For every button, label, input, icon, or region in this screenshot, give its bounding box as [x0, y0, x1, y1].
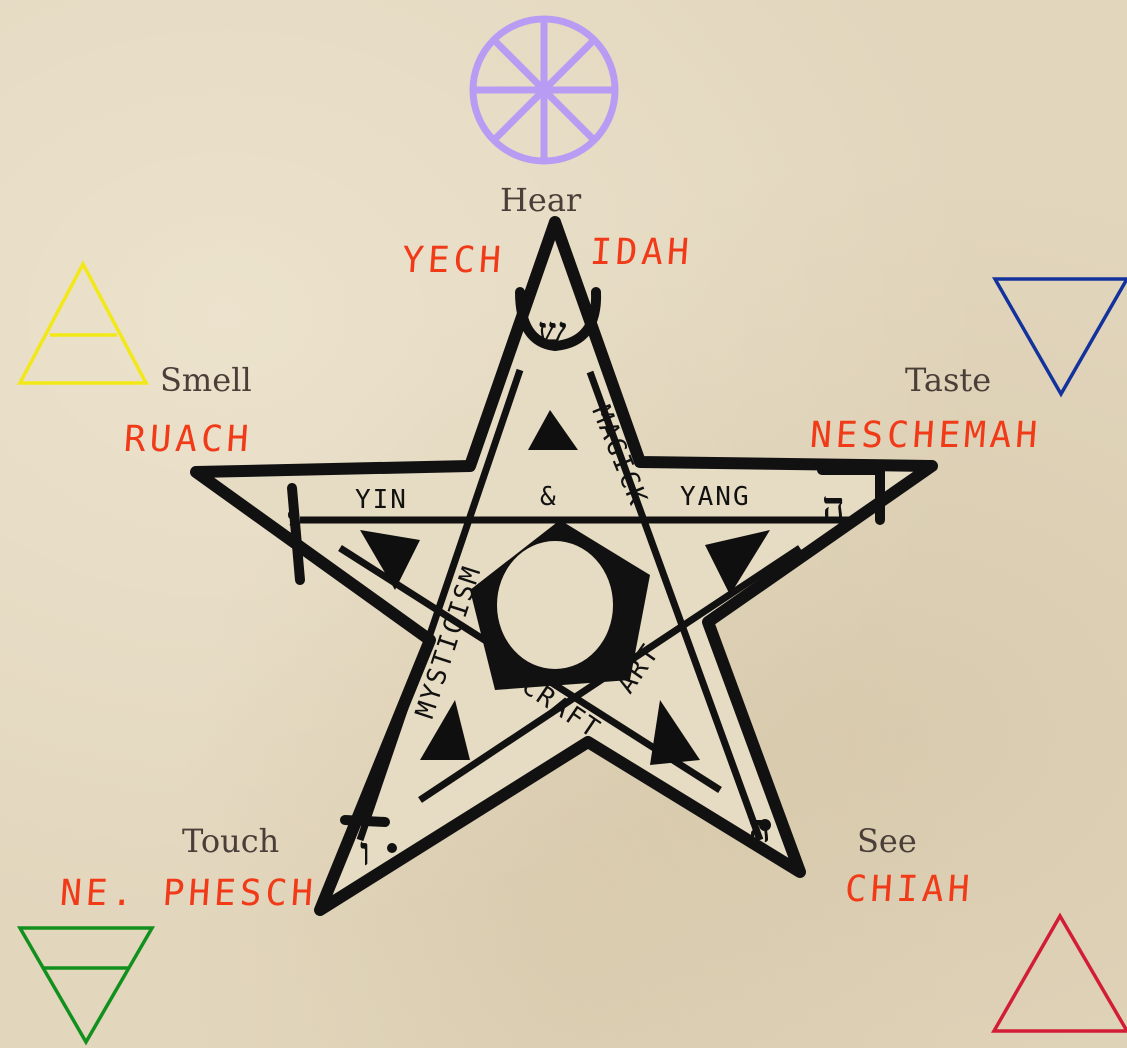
hebrew-letter-right: ה [822, 483, 845, 530]
soul-label-ruach: RUACH [123, 422, 254, 458]
hebrew-letter-left: י [287, 498, 298, 545]
eight-spoked-wheel-icon [473, 19, 615, 161]
pentagram: ש ה י ו ה YIN YANG & MYSTICISM MAGICK AR… [196, 222, 932, 910]
central-circle [497, 541, 613, 669]
fire-triangle-icon [994, 916, 1127, 1031]
hebrew-letter-top: ש [538, 308, 567, 355]
hebrew-letter-bottom-right: ה [748, 805, 771, 852]
sense-label-hear: Hear [500, 184, 581, 216]
soul-label-yechidah-right: IDAH [589, 235, 694, 271]
sense-label-see: See [857, 825, 917, 857]
star-word-yang: YANG [680, 482, 751, 512]
hebrew-letter-bottom-left: ו [360, 828, 370, 875]
star-word-yin: YIN [355, 485, 408, 515]
soul-label-neschemah: NESCHEMAH [809, 418, 1043, 454]
soul-label-chiah: CHIAH [844, 872, 975, 908]
soul-label-yechidah-left: YECH [401, 243, 506, 279]
star-word-ampersand: & [540, 482, 558, 512]
sense-label-smell: Smell [160, 364, 252, 396]
sense-label-touch: Touch [182, 825, 279, 857]
soul-label-nephesch: NE. PHESCH [59, 876, 318, 912]
earth-triangle-icon [20, 928, 152, 1042]
air-triangle-icon [20, 264, 146, 383]
water-triangle-icon [995, 279, 1127, 394]
sense-label-taste: Taste [905, 364, 991, 396]
